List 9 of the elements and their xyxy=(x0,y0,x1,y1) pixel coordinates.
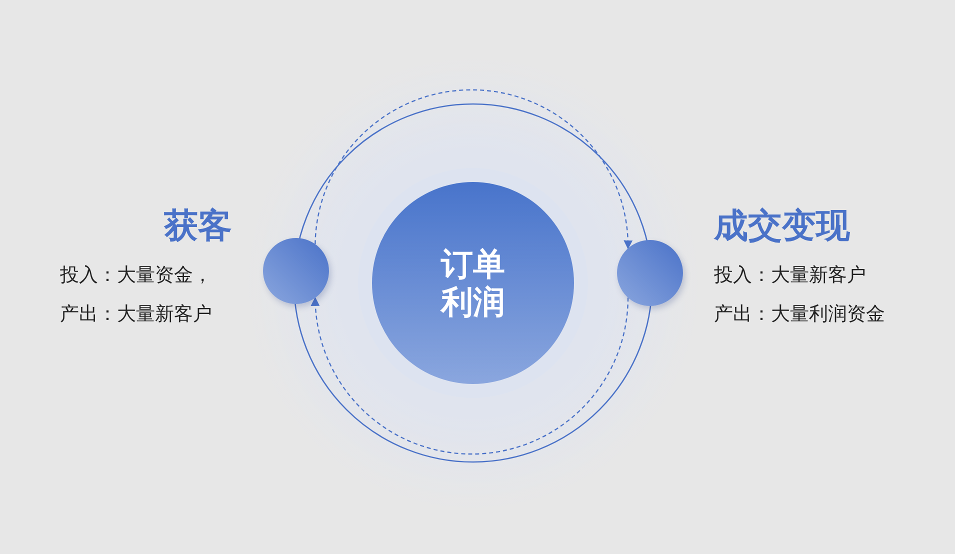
description-text: 投入：大量新客户 xyxy=(714,263,866,288)
arrow xyxy=(314,89,632,250)
description-text: 产出：大量利润资金 xyxy=(714,302,885,327)
description-text: 产出：大量新客户 xyxy=(60,302,212,327)
circle-label: 订单利润 xyxy=(440,245,506,321)
heading: 成交变现 xyxy=(714,205,850,248)
description-text: 投入：大量资金， xyxy=(60,263,212,288)
arrow xyxy=(311,296,629,454)
heading: 获客 xyxy=(164,205,232,248)
